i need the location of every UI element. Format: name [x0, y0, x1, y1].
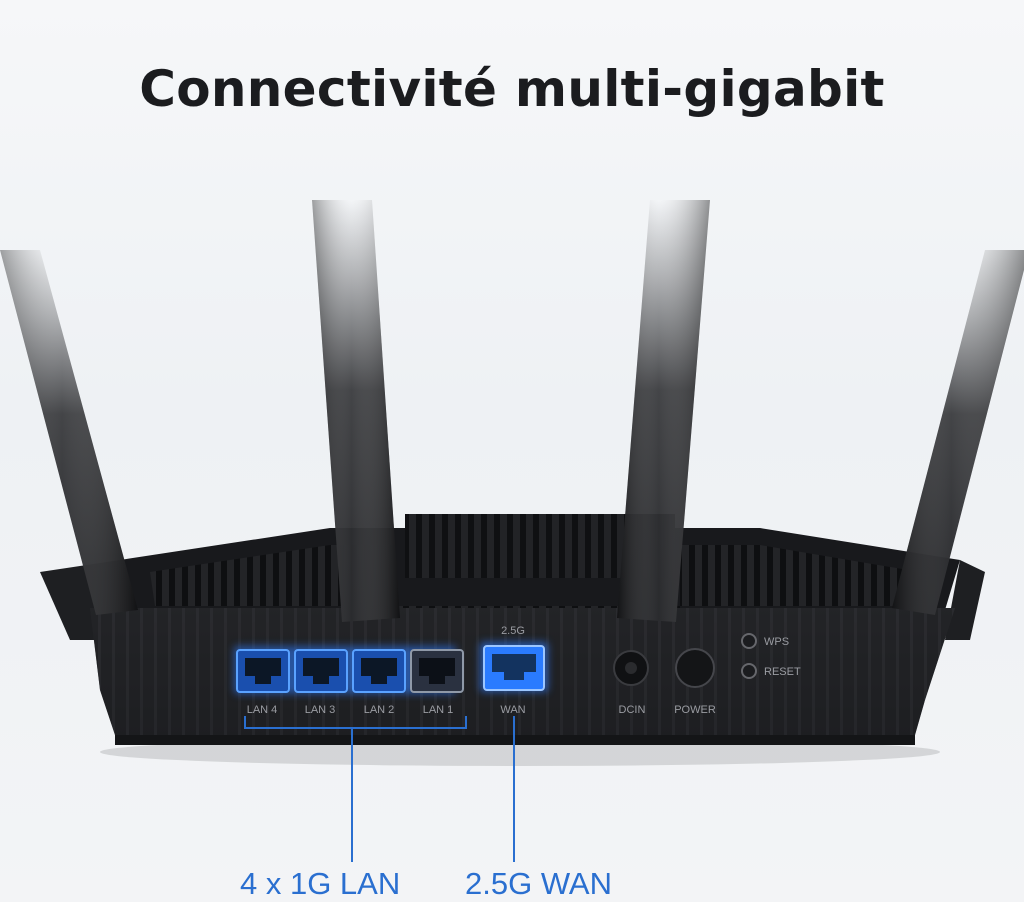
wan-port	[483, 645, 545, 691]
antenna-center-left	[312, 200, 400, 622]
wan-callout-label: 2.5G WAN	[465, 866, 612, 901]
reset-button	[741, 663, 757, 679]
lan-1-label: LAN 1	[423, 704, 454, 716]
lan-callout-label: 4 x 1G LAN	[240, 866, 401, 901]
reset-label: RESET	[764, 666, 801, 678]
dcin-jack	[613, 650, 649, 686]
power-label: POWER	[674, 704, 716, 716]
lan-2-label: LAN 2	[364, 704, 395, 716]
power-button	[675, 648, 715, 688]
wan-label: WAN	[500, 704, 525, 716]
antenna-center-right	[617, 200, 710, 622]
wan-speed-label: 2.5G	[501, 625, 525, 637]
wps-label: WPS	[764, 636, 789, 648]
lan-4-label: LAN 4	[247, 704, 278, 716]
antenna-far-left	[0, 250, 138, 615]
lan-callout-line	[244, 716, 467, 862]
lan-port-3	[294, 649, 348, 693]
lan-port-2	[352, 649, 406, 693]
antenna-far-right	[892, 250, 1024, 615]
wps-button	[741, 633, 757, 649]
lan-port-4	[236, 649, 290, 693]
dcin-label: DCIN	[619, 704, 646, 716]
lan-3-label: LAN 3	[305, 704, 336, 716]
lan-port-1	[410, 649, 464, 693]
page-title: Connectivité multi-gigabit	[139, 60, 885, 118]
